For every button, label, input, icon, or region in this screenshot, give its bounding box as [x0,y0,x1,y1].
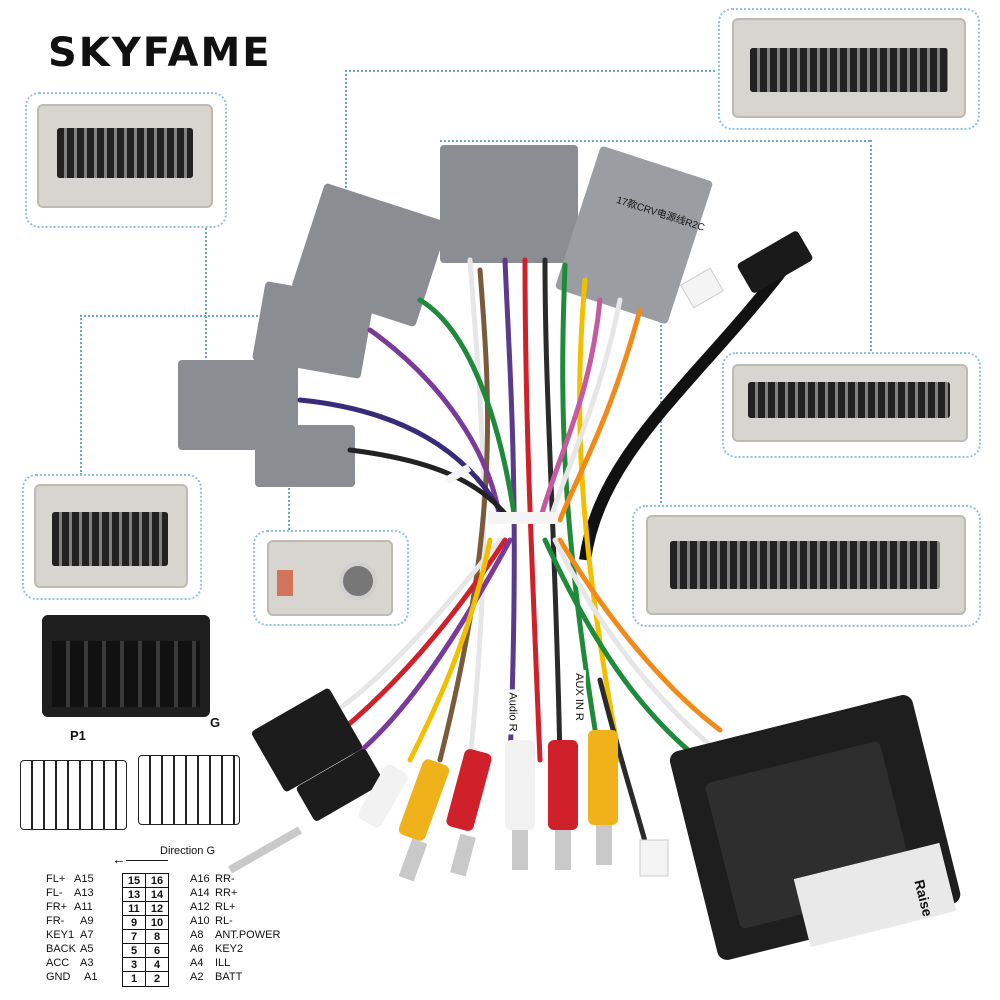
connector-face [34,484,188,588]
iso-connector [42,615,210,717]
connector-pins [750,48,948,92]
box-sticker [793,842,957,948]
brand-logo: SKYFAME [48,30,272,76]
leader-line [345,70,715,72]
leader-line [660,230,662,510]
connector-pins [670,541,940,589]
plug-housing [252,281,374,379]
pin-row: BACK A5 5 6 A6 KEY2 [46,943,244,959]
g-label: G [210,715,221,730]
leader-line [80,315,82,475]
small-connector [639,839,669,877]
leader-line [80,315,270,317]
connector-detail-box [253,530,409,626]
usb-plug [737,231,813,293]
connector-pins [57,128,193,178]
iso-plug [251,688,363,792]
direction-arrow: ←——— [112,851,168,867]
rca-tag: Audio R [505,689,520,735]
small-connector [680,267,724,309]
connector-detail-box [25,92,227,228]
rca-tag: AUX IN R [571,670,586,724]
leader-line [870,140,872,355]
plug-housing [440,145,578,263]
connector-pins [52,512,168,566]
connector-detail-box [722,352,981,458]
connector-detail-box [718,8,980,130]
connector-face [646,515,966,615]
leader-line [345,70,347,200]
p1-drawing [20,760,127,830]
rca-plugs [358,730,618,882]
pin-row: FL- A13 13 14 A14 RR+ [46,887,238,903]
cable-tie [444,464,472,484]
antenna-connector-face [267,540,393,616]
connector-face [732,18,966,118]
plug-housing [555,146,713,324]
pin-row: FR+ A11 11 12 A12 RL+ [46,901,236,917]
pin-row: GND A1 1 2 A2 BATT [46,971,243,987]
direction-label: Direction G [160,845,216,857]
antenna-clip [277,570,293,596]
connector-detail-box [22,474,202,600]
leader-line [205,225,207,370]
connector-pins [748,382,950,418]
leader-line [288,475,290,530]
antenna-plug [296,749,384,821]
connector-face [732,364,968,442]
pin-row: FL+ A15 15 16 A16 RR- [46,873,235,889]
g-drawing [138,755,240,825]
plug-housing [255,425,355,487]
pin-row: ACC A3 3 4 A4 ILL [46,957,231,973]
p1-label: P1 [70,728,86,743]
leader-line [440,140,870,142]
cable-tie [488,512,558,524]
pinout-diagram: FL+ A15 15 16 A16 RR- FL- A13 13 14 A14 … [40,873,300,998]
plug-housing [292,183,448,327]
antenna-jack [339,562,377,600]
pin-row: FR- A9 9 10 A10 RL- [46,915,233,931]
connector-detail-box [632,505,981,627]
antenna-tip [228,826,302,874]
pin-row: KEY1 A7 7 8 A8 ANT.POWER [46,929,281,945]
connector-face [37,104,213,208]
